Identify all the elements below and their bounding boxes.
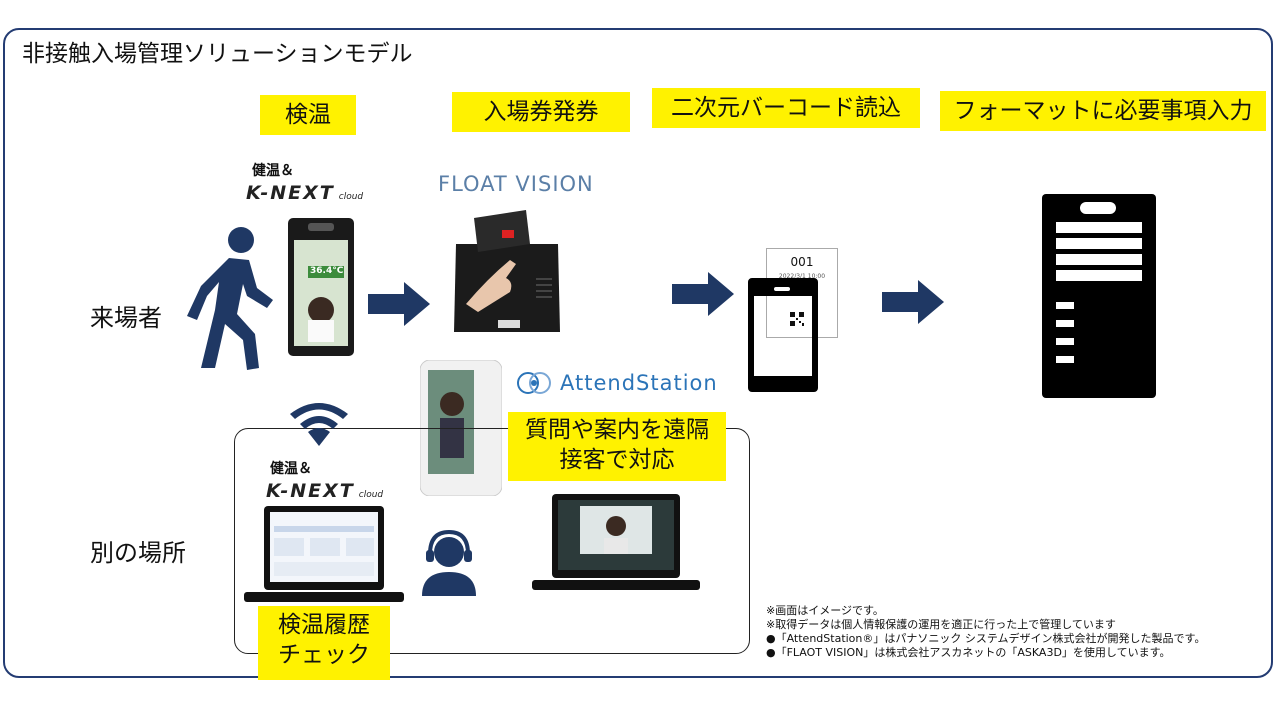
step-barcode-read: 二次元バーコード読込: [652, 88, 920, 128]
footnote: ●「AttendStation®」はパナソニック システムデザイン株式会社が開発…: [766, 632, 1206, 645]
qr-code-icon: [790, 312, 804, 326]
arrow-right-icon: [672, 272, 734, 316]
footnotes: ※画面はイメージです。 ※取得データは個人情報保護の運用を適正に行った上で管理し…: [766, 604, 1205, 660]
operator-headset-icon: [422, 530, 476, 596]
wireless-signal-icon: [290, 403, 348, 446]
step-ticket-issue: 入場券発券: [452, 92, 630, 132]
row-label-remote: 別の場所: [90, 539, 186, 567]
ticket-number: 001: [790, 255, 814, 269]
ticket-kiosk-icon: [454, 210, 560, 332]
laptop-dashboard-icon: [244, 506, 404, 602]
diagram-frame: [3, 28, 1273, 678]
health-temp-label: 健温＆: [270, 461, 312, 477]
footnote: ※画面はイメージです。: [766, 604, 884, 617]
attendstation-logo-icon: [517, 372, 551, 394]
smartphone-icon: [748, 278, 818, 392]
footnote: ●「FLAOT VISION」は株式会社アスカネットの「ASKA3D」を使用して…: [766, 646, 1171, 659]
step-form-input: フォーマットに必要事項入力: [940, 91, 1266, 131]
diagram-title: 非接触入場管理ソリューションモデル: [22, 41, 413, 67]
arrow-right-icon: [368, 282, 430, 326]
arrow-right-icon: [882, 280, 944, 324]
remote-area-callout: [234, 428, 750, 654]
temp-history-line-1: 検温履歴: [278, 612, 370, 638]
attendstation-logo: AttendStation: [560, 371, 718, 395]
temp-history-callout: 検温履歴 チェック: [258, 606, 390, 680]
temp-history-line-2: チェック: [278, 642, 370, 668]
row-label-visitor: 来場者: [90, 304, 162, 332]
laptop-video-call-icon: [532, 494, 700, 590]
temperature-tablet-icon: [288, 218, 354, 356]
ticket-date: 2022/3/1 10:00: [778, 273, 826, 280]
form-phone-screen: [1042, 194, 1156, 398]
remote-support-line-1: 質問や案内を遠隔: [525, 417, 709, 443]
float-vision-logo: FLOAT VISION: [438, 172, 594, 196]
footnote: ※取得データは個人情報保護の運用を適正に行った上で管理しています: [766, 618, 1116, 631]
walking-person-icon: [187, 227, 273, 370]
remote-support-callout: 質問や案内を遠隔 接客で対応: [508, 412, 726, 481]
step-temperature: 検温: [260, 95, 356, 135]
temperature-reading: 36.4°C: [310, 266, 344, 276]
health-temp-label: 健温＆: [252, 163, 294, 179]
remote-support-line-2: 接客で対応: [559, 447, 675, 473]
